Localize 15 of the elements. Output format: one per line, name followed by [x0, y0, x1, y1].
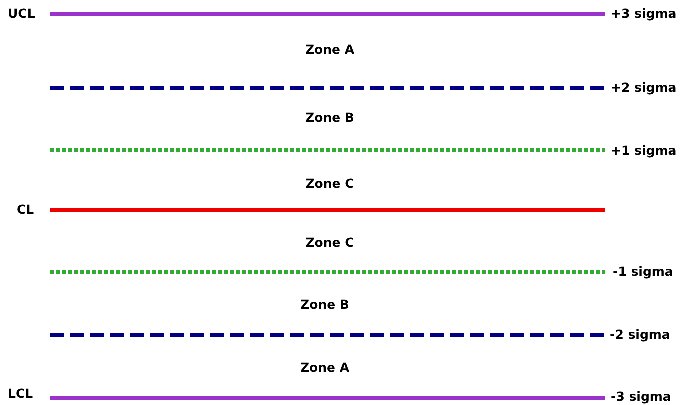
sigma-label: -2 sigma — [610, 328, 670, 342]
sigma-label: +2 sigma — [611, 81, 677, 95]
sigma-label: -1 sigma — [613, 265, 674, 279]
zone-label: Zone A — [300, 361, 350, 375]
control-limit-label: LCL — [8, 387, 34, 401]
sigma-label: -3 sigma — [611, 390, 672, 404]
zone-label: Zone B — [306, 111, 354, 125]
sigma-label: +3 sigma — [611, 7, 677, 21]
sigma-label: +1 sigma — [611, 144, 677, 158]
control-limit-label: CL — [17, 203, 34, 217]
control-limit-label: UCL — [8, 7, 36, 21]
zone-label: Zone C — [306, 177, 354, 191]
zone-label: Zone C — [306, 236, 354, 250]
zone-label: Zone B — [300, 298, 350, 312]
zone-label: Zone A — [305, 43, 355, 57]
